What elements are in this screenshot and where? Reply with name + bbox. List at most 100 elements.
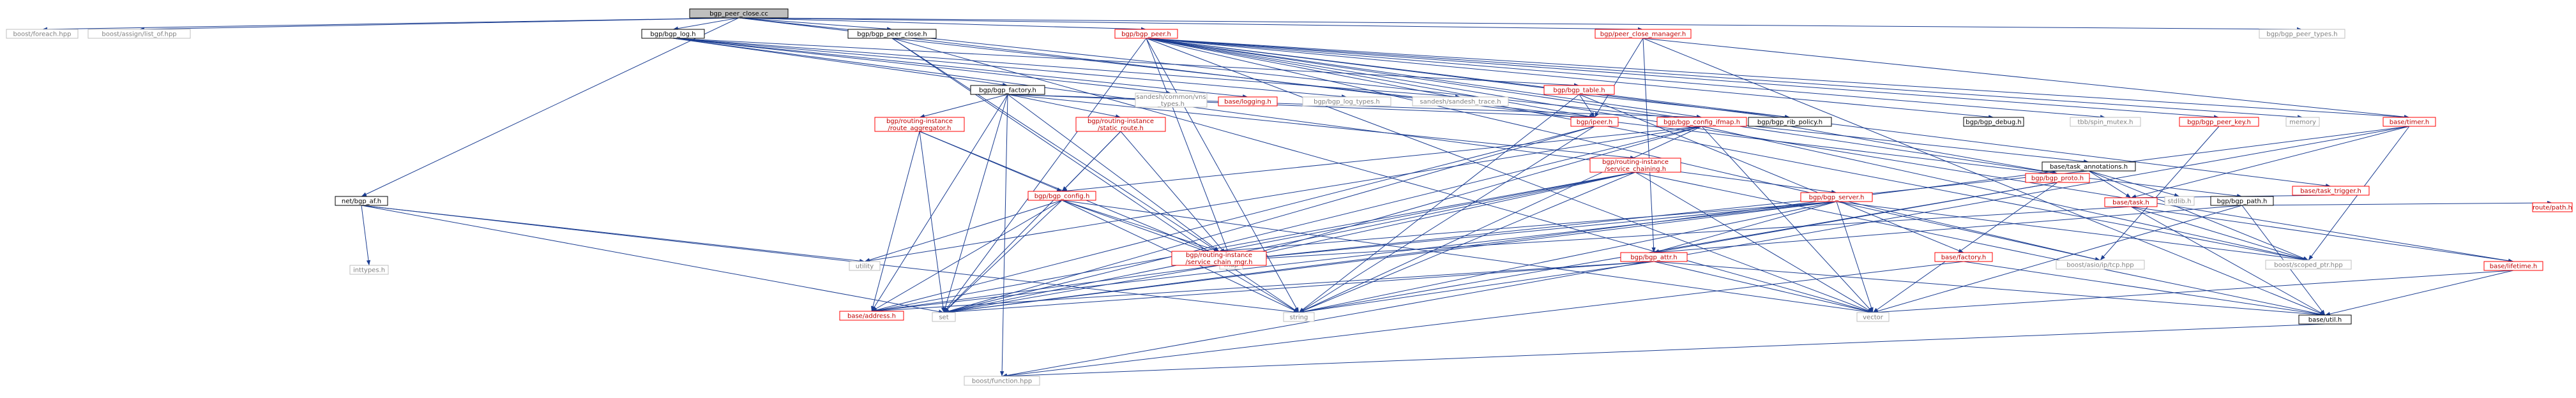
- edge-bgpconfig-to-baseaddress: [871, 200, 1063, 312]
- node-box-root: [689, 8, 789, 18]
- edge-root-to-bgppeertypes: [738, 17, 2303, 32]
- edge-bgpserver-to-bgpattr: [1653, 201, 1837, 253]
- node-box-stdlib: [2164, 196, 2195, 206]
- node-basetask[interactable]: base/task.h: [2104, 197, 2158, 207]
- edge-bgpserver-to-scopedptr: [1836, 201, 2309, 262]
- node-label-baseaddress: base/address.h: [847, 313, 896, 320]
- node-box-peerclose_h: [847, 29, 937, 39]
- node-baseutil[interactable]: base/util.h: [2298, 314, 2352, 325]
- node-label-foreach: boost/foreach.hpp: [13, 31, 72, 38]
- edge-ri_svcchain-to-baseutil: [1635, 172, 2326, 316]
- node-box-peerkey: [2179, 117, 2259, 127]
- node-bgpserver[interactable]: bgp/bgp_server.h: [1800, 192, 1873, 202]
- node-netbgpaf[interactable]: net/bgp_af.h: [335, 196, 388, 206]
- node-box-memory: [2285, 117, 2320, 127]
- node-label-bgpserver: bgp/bgp_server.h: [1809, 195, 1865, 202]
- edge-root-to-peerclose_h: [738, 17, 893, 31]
- node-label-bgpdebug: bgp/bgp_debug.h: [1966, 119, 2022, 126]
- node-label-string: string: [1290, 314, 1308, 321]
- node-label-ri_svcchain: /service_chaining.h: [1605, 166, 1666, 173]
- edge-bgpfactory-to-set: [943, 94, 1008, 313]
- node-bgpattr[interactable]: bgp/bgp_attr.h: [1620, 252, 1688, 262]
- node-box-basefactory: [1934, 252, 1993, 262]
- edge-root-to-peerclosemgr: [738, 17, 1644, 32]
- node-memory: memory: [2285, 117, 2320, 127]
- node-bgplog[interactable]: bgp/bgp_log.h: [641, 29, 705, 39]
- edge-bgppeer_h-to-basetimer: [1146, 38, 2410, 119]
- node-string: string: [1283, 312, 1315, 322]
- edge-bgpconfig-to-map: [1061, 200, 1232, 261]
- node-ribpolicy[interactable]: bgp/bgp_rib_policy.h: [1748, 117, 1832, 127]
- node-basetimer[interactable]: base/timer.h: [2383, 117, 2436, 127]
- edge-netbgpaf-to-set: [361, 205, 944, 314]
- node-box-tasktrigger: [2292, 186, 2370, 196]
- node-bgpfactory[interactable]: bgp/bgp_factory.h: [970, 85, 1045, 95]
- node-label-bgptable: bgp/bgp_table.h: [1553, 87, 1605, 94]
- node-box-baseaddress: [839, 311, 904, 321]
- node-label-set: set: [939, 314, 948, 321]
- edge-bgpserver-to-ri_svcmgr: [1218, 201, 1837, 253]
- edge-cfgifmap-to-string: [1298, 126, 1702, 313]
- node-vector: vector: [1856, 312, 1890, 322]
- node-bgpconfig[interactable]: bgp/bgp_config.h: [1027, 191, 1096, 201]
- edge-bgpconfig-to-set: [943, 200, 1063, 313]
- node-box-scopedptr: [2265, 260, 2352, 270]
- node-bgppeertypes: bgp/bgp_peer_types.h: [2259, 29, 2345, 39]
- node-box-bgpattr: [1620, 252, 1688, 262]
- edge-ri_svcchain-to-set: [943, 172, 1636, 314]
- edge-lifetime-to-vector: [1872, 270, 2514, 314]
- edge-bgpserver-to-set: [943, 201, 1837, 314]
- node-ipeer[interactable]: bgp/ipeer.h: [1570, 117, 1619, 127]
- node-lifetime[interactable]: base/lifetime.h: [2483, 261, 2543, 271]
- node-baseaddress[interactable]: base/address.h: [839, 311, 904, 321]
- edge-peerclosemgr-to-basetimer: [1642, 38, 2410, 119]
- node-peerclosemgr[interactable]: bgp/peer_close_manager.h: [1595, 29, 1692, 39]
- edge-bgplog-to-bgplogtypes: [672, 38, 1347, 99]
- node-label-ri_routeagg: /route_aggregator.h: [888, 125, 951, 132]
- node-bgpdebug[interactable]: bgp/bgp_debug.h: [1963, 117, 2024, 127]
- node-label-tasktrigger: base/task_trigger.h: [2300, 188, 2361, 195]
- node-label-bgpproto: bgp/bgp_proto.h: [2031, 175, 2084, 182]
- node-root[interactable]: bgp_peer_close.cc: [689, 8, 789, 18]
- node-ri_svcchain[interactable]: bgp/routing-instance/service_chaining.h: [1589, 158, 1681, 173]
- node-ri_svcmgr[interactable]: bgp/routing-instance/service_chain_mgr.h: [1171, 251, 1267, 266]
- node-label-root: bgp_peer_close.cc: [709, 11, 768, 18]
- node-bgptable[interactable]: bgp/bgp_table.h: [1543, 85, 1615, 95]
- edge-bgppeer_h-to-set: [943, 38, 1147, 313]
- edge-bgppath-to-bgpattr: [1653, 205, 2243, 254]
- node-taskannot[interactable]: base/task_annotations.h: [2042, 161, 2136, 172]
- edge-root-to-bgppath: [738, 17, 2243, 198]
- edge-peerclose_h-to-map: [891, 38, 1232, 261]
- node-bgppath[interactable]: bgp/bgp_path.h: [2210, 196, 2274, 206]
- node-scopedptr: boost/scoped_ptr.hpp: [2265, 260, 2352, 270]
- node-basefactory[interactable]: base/factory.h: [1934, 252, 1993, 262]
- node-label-basetask: base/task.h: [2112, 200, 2149, 207]
- edge-peerclosemgr-to-baseutil: [1642, 38, 2326, 316]
- edge-bgppeer_h-to-ipeer: [1146, 38, 1595, 119]
- node-bgppeer_h[interactable]: bgp/bgp_peer.h: [1114, 29, 1178, 39]
- node-box-sandesh_trace: [1412, 96, 1509, 107]
- node-routepath[interactable]: route/path.h: [2532, 202, 2573, 212]
- edge-root-to-taskannot: [738, 17, 2089, 164]
- node-peerkey[interactable]: bgp/bgp_peer_key.h: [2179, 117, 2259, 127]
- node-sandesh_vns: sandesh/common/vns_types.h: [1135, 92, 1208, 108]
- node-ri_routeagg[interactable]: bgp/routing-instance/route_aggregator.h: [874, 117, 965, 132]
- edge-bgpattr-to-set: [943, 261, 1655, 314]
- edge-peerkey-to-asiotcp: [2100, 126, 2220, 261]
- edge-cfgifmap-to-scopedptr: [1701, 126, 2309, 262]
- node-peerclose_h[interactable]: bgp/bgp_peer_close.h: [847, 29, 937, 39]
- node-baselogging[interactable]: base/logging.h: [1218, 96, 1278, 107]
- edge-bgpfactory-to-ri_svcmgr: [1007, 94, 1220, 252]
- node-label-routepath: route/path.h: [2533, 205, 2572, 212]
- edge-bgppeer_h-to-cfgifmap: [1146, 38, 1702, 119]
- node-tasktrigger[interactable]: base/task_trigger.h: [2292, 186, 2370, 196]
- node-bgpproto[interactable]: bgp/bgp_proto.h: [2025, 173, 2090, 183]
- node-cfgifmap[interactable]: bgp/bgp_config_ifmap.h: [1656, 117, 1747, 127]
- edge-bgppeer_h-to-peerkey: [1146, 38, 2220, 119]
- node-label-ri_static: bgp/routing-instance: [1087, 118, 1154, 125]
- node-box-bgpproto: [2025, 173, 2090, 183]
- node-ri_static[interactable]: bgp/routing-instance/static_route.h: [1075, 117, 1166, 132]
- node-label-netbgpaf: net/bgp_af.h: [342, 198, 381, 205]
- node-box-utility: [849, 261, 881, 271]
- edge-bgpserver-to-baseaddress: [871, 201, 1837, 313]
